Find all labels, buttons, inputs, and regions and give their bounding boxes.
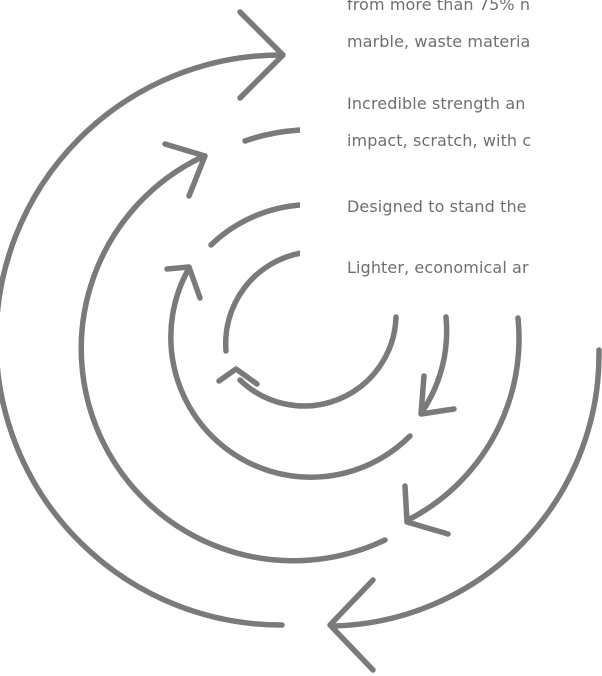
third-right-arc	[419, 314, 450, 415]
outer-right-arrowhead	[327, 577, 376, 673]
feature-text-line-3: Incredible strength an	[347, 94, 526, 113]
outer-ring-arrowhead	[237, 9, 286, 101]
third-right-arrowhead	[418, 373, 457, 417]
feature-text-line-2: marble, waste materia	[347, 32, 531, 51]
inner-ring-arc	[222, 250, 304, 354]
text-panel	[300, 0, 602, 300]
outer-right-arc	[330, 347, 602, 629]
feature-text-line-1: from more than 75% n	[347, 0, 531, 14]
feature-text-line-6: Lighter, economical ar	[347, 258, 529, 277]
feature-text-line-5: Designed to stand the	[347, 197, 527, 216]
outer-ring-arc	[0, 52, 285, 628]
third-upper-arc	[208, 202, 303, 248]
second-ring-arc	[78, 154, 388, 564]
second-right-arc	[405, 315, 522, 523]
third-ring-arc	[168, 267, 413, 480]
inner-ring-arrowhead	[216, 366, 260, 387]
short-top-arc	[242, 127, 303, 144]
feature-text-line-4: impact, scratch, with c	[347, 131, 532, 150]
second-ring-arrowhead	[162, 141, 208, 199]
third-ring-arrowhead	[164, 264, 203, 301]
second-right-arrowhead	[402, 483, 451, 537]
inner-ring-arc-lower	[237, 314, 399, 409]
